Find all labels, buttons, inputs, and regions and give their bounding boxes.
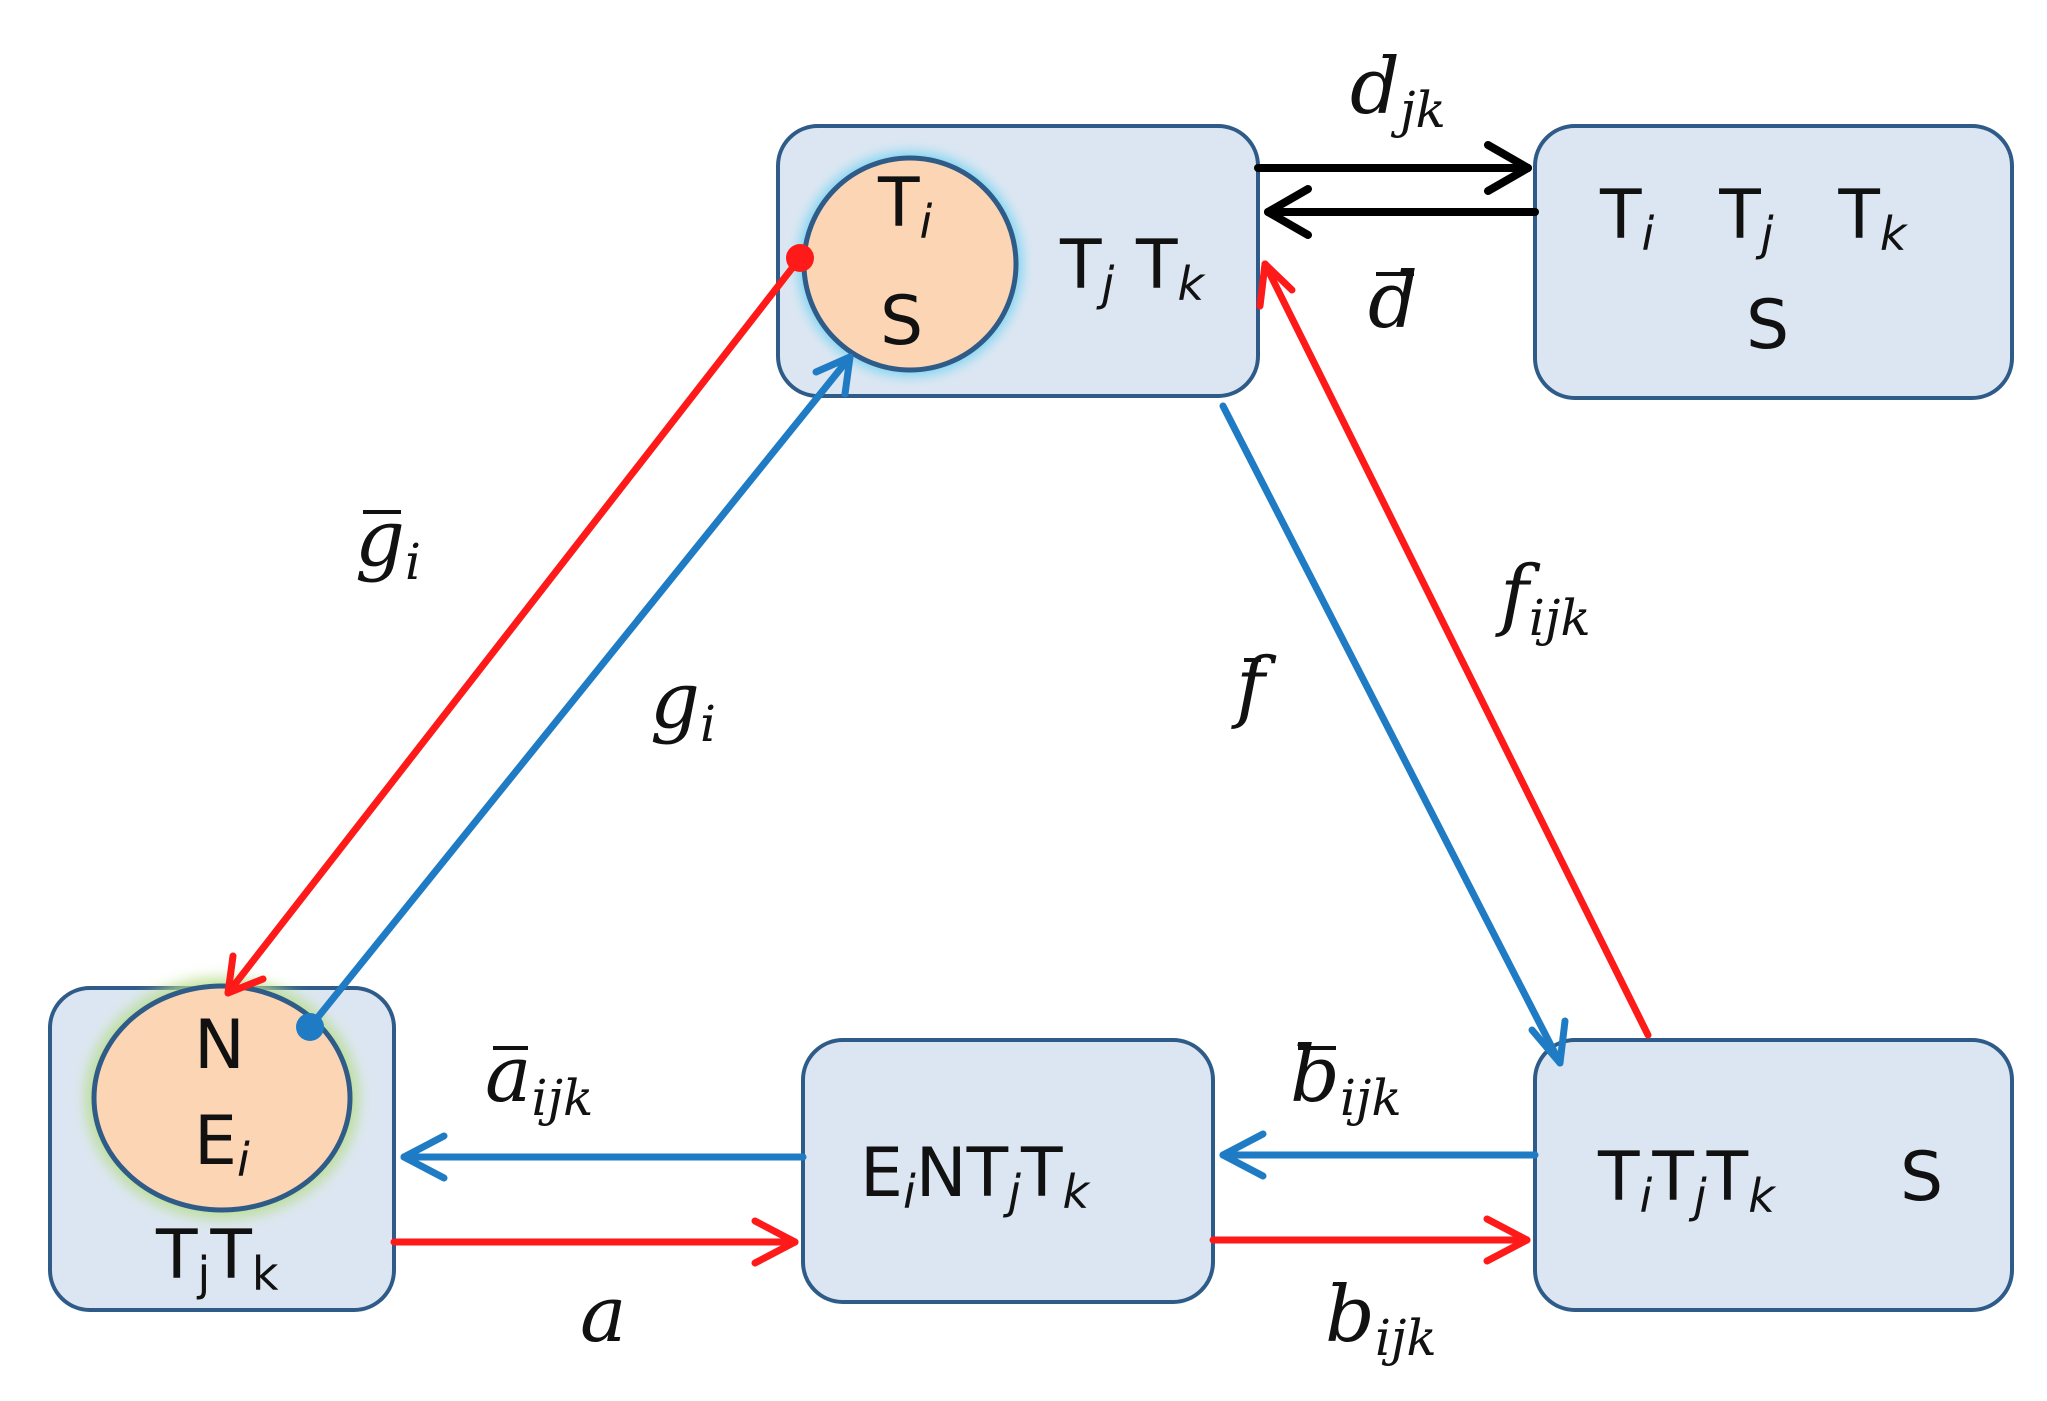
arrow-a bbox=[390, 1217, 799, 1267]
box-bottom-right bbox=[1533, 1038, 2014, 1312]
arrow-d-bar-reverse bbox=[1264, 185, 1539, 239]
box-top-right-line2: S bbox=[1746, 286, 1790, 365]
label-f-ijk: fijk bbox=[1500, 550, 1591, 647]
box-bottom-left-label: TjTk bbox=[156, 1216, 279, 1301]
box-bottom-mid bbox=[801, 1038, 1215, 1304]
box-top-right-line1: Ti Tj Tk bbox=[1600, 176, 1907, 261]
arrow-f-ijk bbox=[1256, 260, 1652, 1039]
label-a: a bbox=[580, 1270, 627, 1360]
circle-bottom-left-line2: Ei bbox=[194, 1102, 250, 1187]
box-top-left-label: Tj Tk bbox=[1060, 226, 1205, 311]
arrow-g-i bbox=[306, 353, 854, 1031]
label-d-bar: d bbox=[1368, 256, 1418, 346]
arrow-a-bar-ijk bbox=[400, 1132, 807, 1182]
label-g-i: gi bbox=[650, 656, 716, 753]
circle-bottom-left bbox=[91, 983, 353, 1213]
circle-bottom-left-line1: N bbox=[194, 1006, 245, 1085]
circle-top-left-line2: S bbox=[880, 282, 924, 361]
box-bottom-right-label: TiTjTk bbox=[1598, 1138, 1775, 1223]
box-bottom-right-s: S bbox=[1900, 1138, 1944, 1217]
circle-top-left-line1: Ti bbox=[878, 164, 933, 249]
box-top-right bbox=[1533, 124, 2014, 400]
label-b-ijk: bijk bbox=[1325, 1270, 1437, 1367]
arrow-b-ijk bbox=[1209, 1215, 1531, 1265]
label-b-bar-ijk: bijk bbox=[1290, 1030, 1402, 1127]
label-f-bar: f bbox=[1236, 642, 1265, 732]
arrow-b-bar-ijk bbox=[1219, 1130, 1539, 1180]
label-d-jk: djk bbox=[1350, 42, 1446, 139]
label-a-bar-ijk: aijk bbox=[485, 1030, 594, 1127]
arrow-g-bar-i bbox=[224, 254, 804, 997]
box-bottom-mid-label: EiNTjTk bbox=[860, 1134, 1090, 1219]
arrow-d-jk-forward bbox=[1254, 141, 1532, 195]
label-g-bar-i: gi bbox=[355, 494, 421, 591]
arrow-f-bar bbox=[1219, 402, 1569, 1067]
